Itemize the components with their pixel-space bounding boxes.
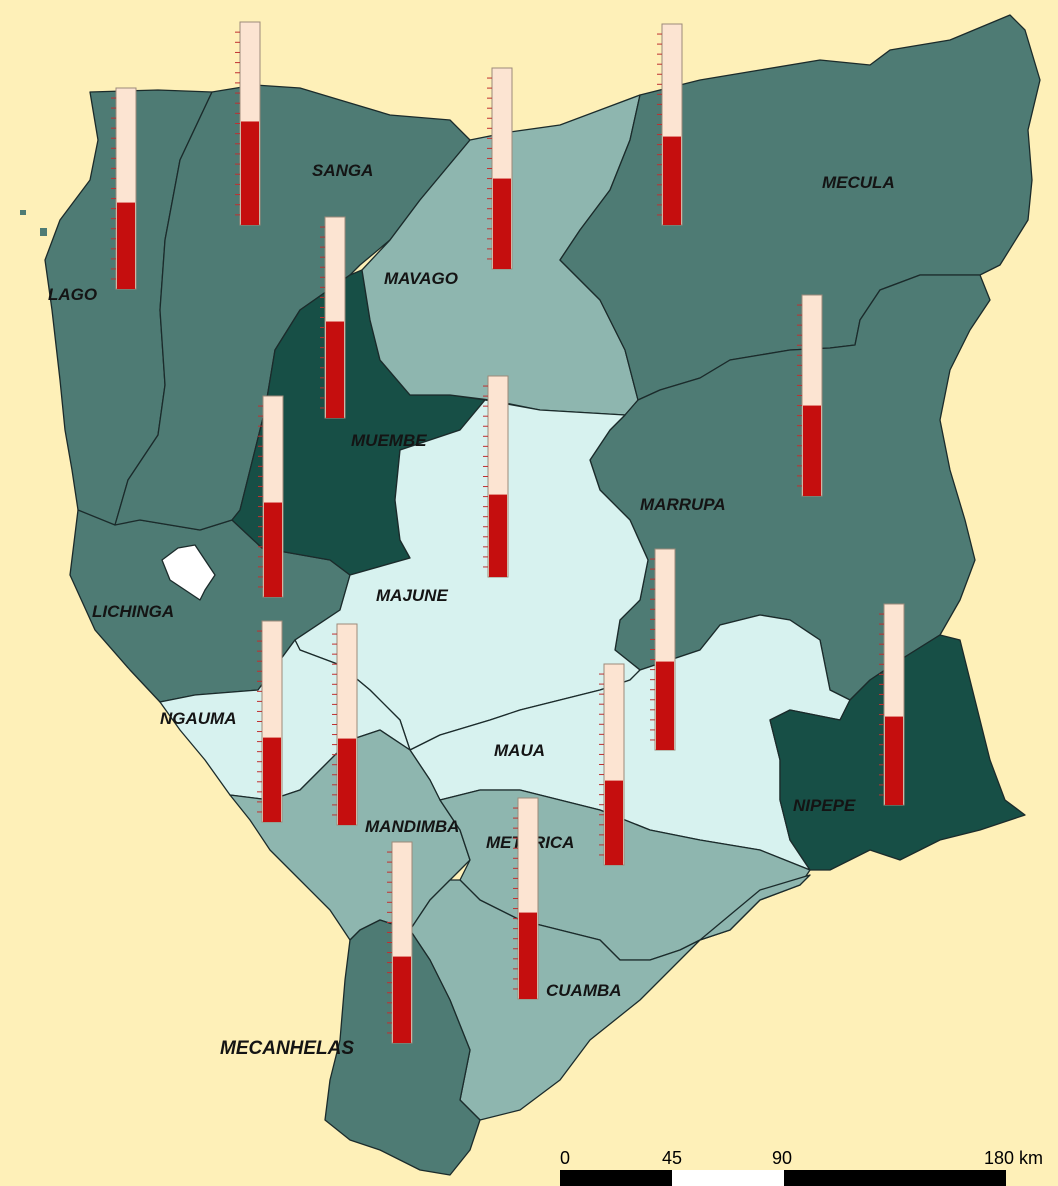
thermometer-maua [599,663,625,866]
thermometer-nipepe [879,603,905,806]
label-mavago: MAVAGO [384,269,458,288]
thermometer-muembe [320,216,346,419]
scale-segment-1 [560,1170,672,1186]
thermometer-fill [393,956,411,1043]
label-lago: LAGO [48,285,97,304]
thermometer-fill [605,780,623,865]
thermometer-metarica [650,548,676,751]
thermometer-fill [656,661,674,750]
island-small [20,210,26,215]
thermometer-cuamba [513,797,539,1000]
thermometer-fill [326,321,344,418]
thermometer-fill [663,136,681,225]
lake-shore-area [161,544,216,601]
thermometer-fill [241,121,259,225]
label-cuamba: CUAMBA [546,981,622,1000]
thermometer-fill [803,405,821,496]
thermometer-fill [338,738,356,825]
thermometer-majune [483,375,509,578]
thermometer-lago [111,87,137,290]
scale-tick-90: 90 [772,1148,792,1168]
label-nipepe: NIPEPE [793,796,856,815]
label-mecanhelas: MECANHELAS [220,1038,354,1059]
label-majune: MAJUNE [376,586,448,605]
thermometer-fill [263,737,281,822]
scale-segment-2 [672,1170,784,1186]
scale-tick-180: 180 km [984,1148,1043,1168]
thermometer-mandimba [332,623,358,826]
thermometer-sanga [235,21,261,226]
thermometer-symbols [111,21,905,1044]
thermometer-mavago [487,67,513,270]
thermometer-lichinga [258,395,284,598]
scale-bar: 0 45 90 180 km [560,1148,1043,1186]
island-small [40,228,47,236]
thermometer-marrupa [797,294,823,497]
district-mecula[interactable] [559,14,1041,401]
thermometer-fill [493,178,511,269]
thermometer-mecula [657,23,683,226]
label-sanga: SANGA [312,161,373,180]
thermometer-fill [264,502,282,597]
thermometer-mecanhelas [387,841,413,1044]
thermometer-ngauma [257,620,283,823]
label-muembe: MUEMBE [351,431,427,450]
thermometer-fill [885,716,903,805]
label-ngauma: NGAUMA [160,709,237,728]
thermometer-fill [117,202,135,289]
thermometer-fill [519,912,537,999]
label-lichinga: LICHINGA [92,602,174,621]
thermometer-fill [489,494,507,577]
scale-tick-0: 0 [560,1148,570,1168]
label-mandimba: MANDIMBA [365,817,459,836]
label-maua: MAUA [494,741,545,760]
label-mecula: MECULA [822,173,895,192]
district-polygons [20,14,1041,1176]
scale-segment-3 [784,1170,1006,1186]
scale-tick-45: 45 [662,1148,682,1168]
label-marrupa: MARRUPA [640,495,726,514]
